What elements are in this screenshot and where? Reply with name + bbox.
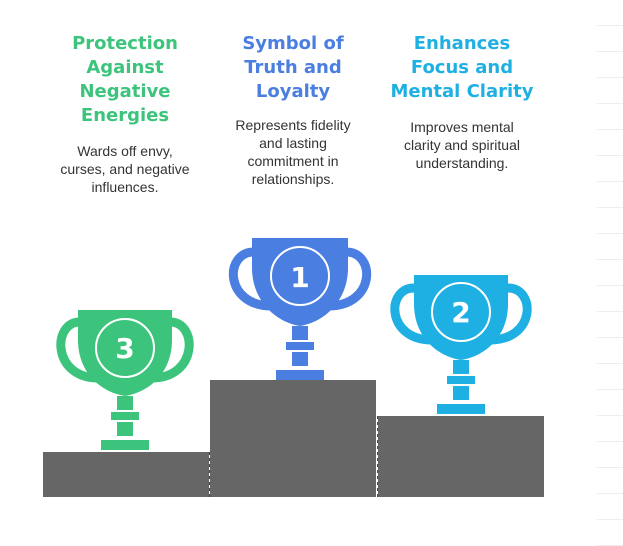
trophy-third-rank: 3: [115, 332, 134, 365]
third-place-description: Wards off envy, curses, and negative inf…: [60, 143, 190, 195]
trophy-third-icon: [56, 310, 194, 450]
second-place-title: Enhances Focus and Mental Clarity: [390, 33, 534, 102]
second-place-description: Improves mental clarity and spiritual un…: [404, 119, 520, 171]
first-place-description: Represents fidelity and lasting commitme…: [235, 117, 351, 187]
third-place-title: Protection Against Negative Energies: [72, 33, 178, 126]
trophy-second-rank: 2: [451, 296, 470, 329]
podium-block-third: [43, 452, 209, 497]
podium-block-first: [210, 380, 376, 497]
trophy-first-rank: 1: [290, 261, 309, 294]
trophy-second-icon: [390, 275, 532, 414]
first-place-title: Symbol of Truth and Loyalty: [242, 33, 344, 102]
podium-block-second: [378, 416, 544, 497]
trophy-first-icon: [228, 238, 372, 380]
right-edge-rule: [597, 0, 623, 546]
